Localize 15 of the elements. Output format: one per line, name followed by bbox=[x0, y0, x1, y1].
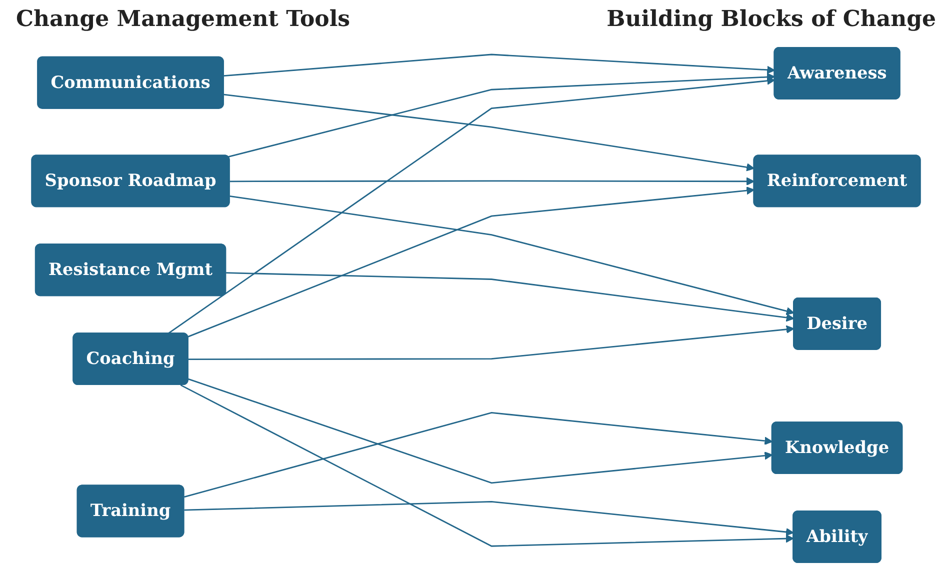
arrow bbox=[224, 94, 755, 172]
arrow bbox=[180, 384, 794, 547]
arrow bbox=[230, 177, 755, 186]
arrow bbox=[184, 412, 773, 498]
arrow bbox=[188, 186, 755, 338]
arrow bbox=[224, 54, 776, 77]
arrow bbox=[228, 72, 776, 158]
arrow bbox=[188, 325, 794, 360]
arrow bbox=[168, 76, 776, 334]
column-heading: Building Blocks of Change bbox=[606, 6, 936, 34]
arrow bbox=[230, 195, 794, 316]
arrow bbox=[188, 378, 773, 484]
arrow bbox=[226, 272, 794, 322]
arrow bbox=[184, 500, 794, 536]
column-heading: Change Management Tools bbox=[16, 6, 350, 34]
